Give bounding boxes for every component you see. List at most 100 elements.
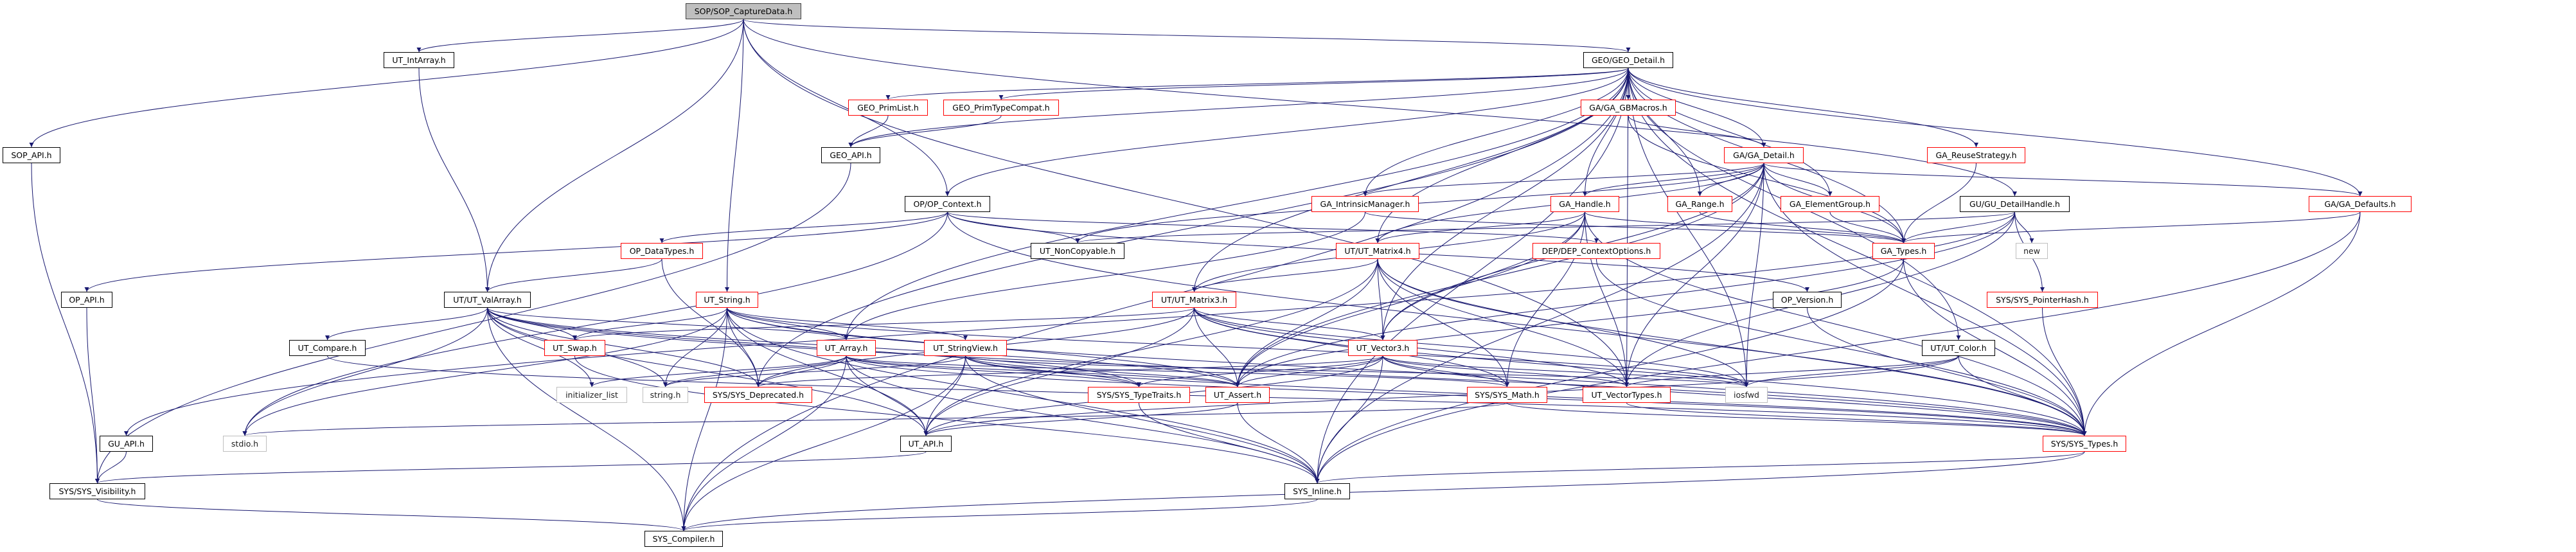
node-ga-defaults[interactable]: GA/GA_Defaults.h <box>2309 196 2412 212</box>
edge-root-to-ut_intarray <box>416 19 744 53</box>
node-sys-compiler[interactable]: SYS_Compiler.h <box>644 531 723 547</box>
node-sys-math[interactable]: SYS/SYS_Math.h <box>1467 387 1547 403</box>
node-stdio[interactable]: stdio.h <box>223 436 267 452</box>
edge-root-to-geo_detail <box>743 19 1631 53</box>
node-ga-intrinsic[interactable]: GA_IntrinsicManager.h <box>1311 196 1419 212</box>
edge-ut_string-to-sys_types <box>727 307 2087 436</box>
edge-ut_vector3-to-sys_inline <box>1315 355 1383 484</box>
edge-ut_stringview-to-sys_typetraits <box>965 355 1141 387</box>
edge-ut_swap-to-sys_inline <box>574 355 1320 484</box>
node-iosfwd[interactable]: iosfwd <box>1725 387 1768 403</box>
edge-ga_range-to-ga_types <box>1700 211 1906 244</box>
node-ut-vector3[interactable]: UT_Vector3.h <box>1348 340 1417 356</box>
edge-ga_handle-to-ut_matrix4 <box>1375 211 1585 244</box>
node-ga-range[interactable]: GA_Range.h <box>1667 196 1732 212</box>
node-geo-primtypecompat[interactable]: GEO_PrimTypeCompat.h <box>943 100 1059 116</box>
node-sys-typetraits[interactable]: SYS/SYS_TypeTraits.h <box>1088 387 1190 403</box>
node-sys-types[interactable]: SYS/SYS_Types.h <box>2043 436 2126 452</box>
node-label: iosfwd <box>1734 390 1759 400</box>
node-gu-api[interactable]: GU_API.h <box>100 436 153 452</box>
node-label: GA_IntrinsicManager.h <box>1320 199 1410 209</box>
node-label: GA/GA_GBMacros.h <box>1589 103 1667 112</box>
edge-sys_types-to-sys_inline <box>1315 451 2085 484</box>
edge-ga_types-to-ut_assert <box>1235 258 1904 387</box>
node-label: UT/UT_Matrix4.h <box>1344 246 1411 256</box>
node-sys-visibility[interactable]: SYS/SYS_Visibility.h <box>49 483 145 499</box>
node-root[interactable]: SOP/SOP_CaptureData.h <box>686 3 801 19</box>
node-ut-string[interactable]: UT_String.h <box>696 292 758 308</box>
edge-ut_array-to-ut_api <box>846 355 928 436</box>
node-op-datatypes[interactable]: OP_DataTypes.h <box>621 243 703 259</box>
edge-ut_array-to-sys_types <box>846 355 2087 436</box>
node-ut-color[interactable]: UT/UT_Color.h <box>1922 340 1995 356</box>
node-geo-primlist[interactable]: GEO_PrimList.h <box>848 100 928 116</box>
node-label: UT_NonCopyable.h <box>1039 246 1116 256</box>
node-label: SYS_Compiler.h <box>652 534 715 544</box>
node-label: GEO/GEO_Detail.h <box>1591 55 1666 65</box>
node-ut-stringview[interactable]: UT_StringView.h <box>924 340 1007 356</box>
edge-ga_handle-to-ut_vectortypes <box>1585 211 1629 387</box>
node-ut-valarray[interactable]: UT/UT_ValArray.h <box>444 292 531 308</box>
node-geo-detail[interactable]: GEO/GEO_Detail.h <box>1583 52 1673 68</box>
edge-ut_matrix4-to-ut_api <box>923 258 1378 436</box>
edge-geo_primtypecompat-to-geo_api <box>848 115 1002 148</box>
node-ut-matrix3[interactable]: UT/UT_Matrix3.h <box>1152 292 1236 308</box>
node-geo-api[interactable]: GEO_API.h <box>821 147 880 163</box>
edge-ut_array-to-sys_deprecated <box>756 355 847 387</box>
edge-geo_detail-to-sys_types <box>1628 67 2087 436</box>
node-ga-reuse[interactable]: GA_ReuseStrategy.h <box>1927 147 2025 163</box>
node-sop-api[interactable]: SOP_API.h <box>3 147 60 163</box>
node-ut-api[interactable]: UT_API.h <box>900 436 952 452</box>
edge-op_context-to-op_datatypes <box>659 211 948 244</box>
node-gu-detailhandle[interactable]: GU/GU_DetailHandle.h <box>1960 196 2070 212</box>
node-op-context[interactable]: OP/OP_Context.h <box>905 196 990 212</box>
edge-sop_api-to-sys_visibility <box>31 163 100 484</box>
node-ut-array[interactable]: UT_Array.h <box>817 340 876 356</box>
node-sys-inline[interactable]: SYS_Inline.h <box>1284 483 1350 499</box>
node-init-list[interactable]: initializer_list <box>556 387 627 403</box>
edge-ut_stringview-to-ut_api <box>923 355 966 436</box>
node-ut-vectortypes[interactable]: UT_VectorTypes.h <box>1583 387 1671 403</box>
node-ut-matrix4[interactable]: UT/UT_Matrix4.h <box>1336 243 1419 259</box>
edge-geo_detail-to-ga_detail <box>1628 67 1766 148</box>
edge-ut_matrix3-to-ut_swap <box>573 307 1195 341</box>
edge-ut_valarray-to-stdio <box>242 307 488 436</box>
node-sys-deprecated[interactable]: SYS/SYS_Deprecated.h <box>704 387 812 403</box>
node-ga-handle[interactable]: GA_Handle.h <box>1550 196 1619 212</box>
node-ut-intarray[interactable]: UT_IntArray.h <box>384 52 454 68</box>
node-ut-compare[interactable]: UT_Compare.h <box>289 340 366 356</box>
edge-op_api-to-sys_visibility <box>86 307 100 484</box>
edge-ut_color-to-ut_api <box>923 355 1959 436</box>
node-sys-pointerhash[interactable]: SYS/SYS_PointerHash.h <box>1987 292 2098 308</box>
node-dep-ctxopts[interactable]: DEP/DEP_ContextOptions.h <box>1532 243 1660 259</box>
node-ga-gbmacros[interactable]: GA/GA_GBMacros.h <box>1581 100 1676 116</box>
edge-ut_string-to-ut_swap <box>573 307 727 341</box>
edge-ut_matrix3-to-ut_assert <box>1194 307 1240 387</box>
node-ga-elemgroup[interactable]: GA_ElementGroup.h <box>1781 196 1879 212</box>
edge-ut_valarray-to-init_list <box>487 307 594 387</box>
node-op-api[interactable]: OP_API.h <box>61 292 112 308</box>
node-ut-noncopyable[interactable]: UT_NonCopyable.h <box>1031 243 1124 259</box>
node-ga-detail[interactable]: GA/GA_Detail.h <box>1724 147 1804 163</box>
node-label: UT_API.h <box>908 439 944 449</box>
edge-geo_detail-to-ga_range <box>1628 67 1702 197</box>
edge-ga_elemgroup-to-ga_types <box>1829 211 1906 244</box>
node-string-h[interactable]: string.h <box>643 387 688 403</box>
node-label: SYS/SYS_Types.h <box>2050 439 2119 449</box>
node-label: stdio.h <box>231 439 259 449</box>
node-ga-types[interactable]: GA_Types.h <box>1872 243 1935 259</box>
edge-geo_detail-to-ga_handle <box>1583 67 1629 197</box>
node-ut-assert[interactable]: UT_Assert.h <box>1205 387 1270 403</box>
node-label: GA_ReuseStrategy.h <box>1935 150 2017 160</box>
node-ut-swap[interactable]: UT_Swap.h <box>544 340 605 356</box>
node-label: SYS/SYS_Math.h <box>1475 390 1540 400</box>
node-label: UT/UT_Matrix3.h <box>1160 295 1228 305</box>
edge-geo_detail-to-op_context <box>945 67 1629 197</box>
edge-gu_detailhandle-to-ut_noncopyable <box>1075 211 2015 244</box>
edge-ut_color-to-ut_vectortypes <box>1624 355 1959 387</box>
node-new[interactable]: new <box>2016 243 2048 259</box>
edge-ut_stringview-to-iosfwd <box>965 355 1749 387</box>
node-op-version[interactable]: OP_Version.h <box>1773 292 1842 308</box>
edge-ut_stringview-to-sys_compiler <box>681 355 966 531</box>
node-label: GEO_PrimList.h <box>857 103 919 112</box>
